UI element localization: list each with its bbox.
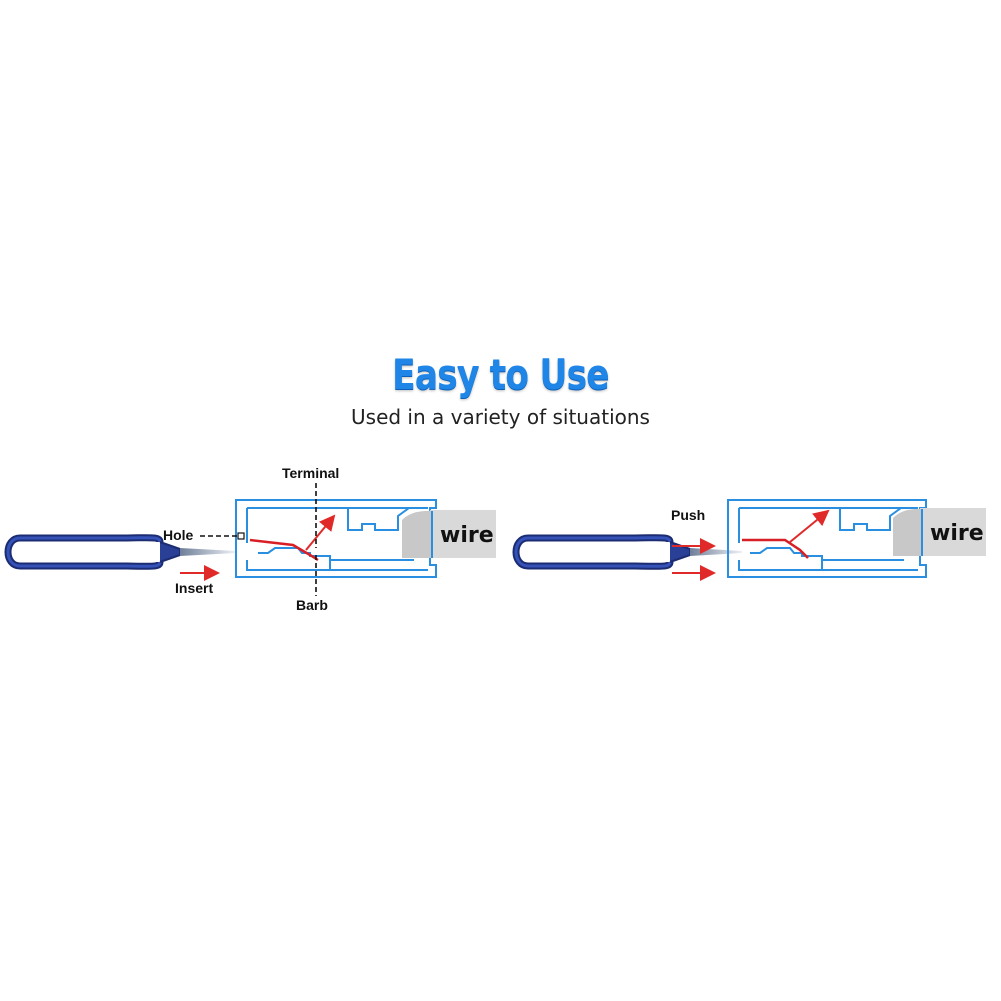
wire-label: wire	[930, 521, 984, 546]
hole-label: Hole	[163, 527, 194, 543]
wire-block: wire	[402, 510, 496, 558]
push-label: Push	[671, 507, 705, 523]
hole-marker	[237, 532, 245, 540]
connector-housing	[727, 499, 927, 578]
deflect-arrow-icon	[305, 514, 336, 551]
barb-spring	[249, 538, 319, 562]
pin-tool-icon	[512, 534, 742, 570]
barb-spring	[742, 538, 809, 559]
barb-label: Barb	[296, 597, 328, 613]
page-subtitle: Used in a variety of situations	[351, 405, 650, 429]
right-diagram: wire Push	[512, 499, 986, 581]
insert-label: Insert	[175, 580, 213, 596]
left-diagram: wire Terminal Hole Insert Barb	[4, 465, 496, 613]
pin-tool-icon	[4, 534, 236, 570]
page-title: Easy to Use	[392, 350, 609, 399]
connector-housing	[235, 499, 437, 578]
wire-block: wire	[893, 508, 986, 556]
deflect-arrow-icon	[789, 509, 830, 543]
wire-label: wire	[440, 523, 494, 548]
terminal-label: Terminal	[282, 465, 339, 481]
